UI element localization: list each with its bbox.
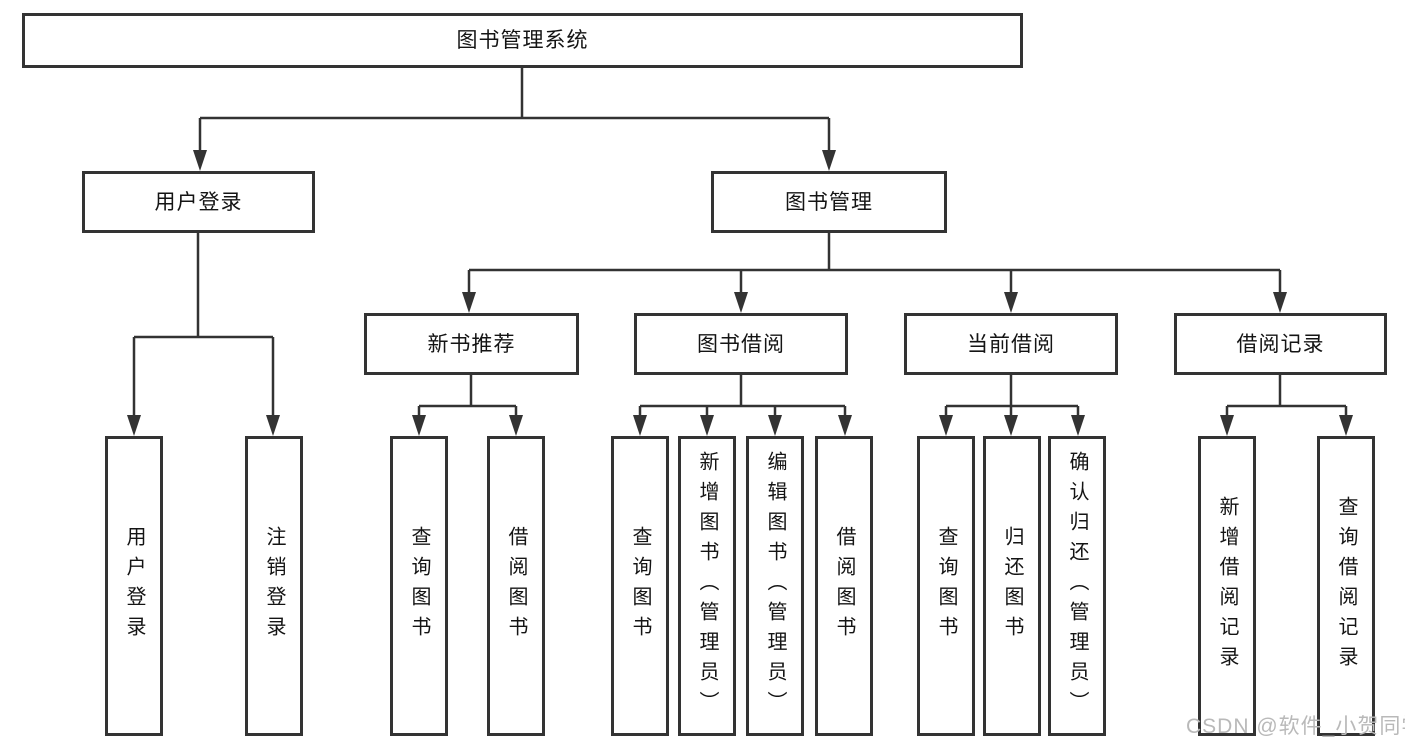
leaf-borrow-books-recommend: 借阅图书 — [487, 436, 545, 736]
leaf-query-borrow-record: 查询借阅记录 — [1317, 436, 1375, 736]
node-root-system: 图书管理系统 — [22, 13, 1023, 68]
node-new-book-recommend: 新书推荐 — [364, 313, 579, 375]
connector-current-to-leaves — [944, 375, 1080, 416]
node-book-borrowing: 图书借阅 — [634, 313, 848, 375]
leaf-user-login: 用户登录 — [105, 436, 163, 736]
node-label: 用户登录 — [123, 526, 145, 646]
leaf-borrow-books: 借阅图书 — [815, 436, 873, 736]
leaf-query-books-recommend: 查询图书 — [390, 436, 448, 736]
node-label: 查询图书 — [408, 526, 430, 646]
node-label: 借阅图书 — [505, 526, 527, 646]
connector-records-to-leaves — [1225, 375, 1348, 416]
node-label: 新增借阅记录 — [1216, 496, 1238, 676]
node-label: 图书管理 — [785, 190, 873, 214]
node-label: 借阅记录 — [1236, 332, 1325, 356]
leaf-query-books-current: 查询图书 — [917, 436, 975, 736]
connector-borrowing-to-leaves — [638, 375, 847, 416]
connector-bookmgmt-to-level2 — [467, 233, 1282, 293]
node-label: 归还图书 — [1001, 526, 1023, 646]
leaf-add-books-admin: 新增图书（管理员） — [678, 436, 736, 736]
leaf-add-borrow-record: 新增借阅记录 — [1198, 436, 1256, 736]
leaf-logout: 注销登录 — [245, 436, 303, 736]
node-label: 查询图书 — [629, 526, 651, 646]
connector-userlogin-to-leaves — [132, 233, 275, 416]
node-label: 图书管理系统 — [456, 29, 589, 52]
leaf-edit-books-admin: 编辑图书（管理员） — [746, 436, 804, 736]
node-label: 新书推荐 — [427, 332, 516, 356]
node-label: 当前借阅 — [967, 332, 1055, 356]
node-label: 查询借阅记录 — [1335, 496, 1357, 676]
node-borrowing-records: 借阅记录 — [1174, 313, 1387, 375]
connector-newbooks-to-leaves — [417, 375, 518, 416]
node-label: 确认归还（管理员） — [1066, 451, 1088, 721]
leaf-confirm-return-admin: 确认归还（管理员） — [1048, 436, 1106, 736]
connector-root-to-level1 — [198, 68, 831, 152]
node-label: 借阅图书 — [833, 526, 855, 646]
node-label: 编辑图书（管理员） — [764, 451, 786, 721]
node-label: 图书借阅 — [697, 332, 785, 356]
node-label: 查询图书 — [935, 526, 957, 646]
node-label: 用户登录 — [154, 190, 243, 214]
node-label: 新增图书（管理员） — [696, 451, 718, 721]
csdn-watermark: CSDN @软件_小贺同学 — [1186, 715, 1405, 738]
node-label: 注销登录 — [263, 526, 285, 646]
node-current-borrowing: 当前借阅 — [904, 313, 1118, 375]
node-book-management: 图书管理 — [711, 171, 947, 233]
leaf-return-books: 归还图书 — [983, 436, 1041, 736]
node-user-login: 用户登录 — [82, 171, 315, 233]
leaf-query-books-borrowing: 查询图书 — [611, 436, 669, 736]
